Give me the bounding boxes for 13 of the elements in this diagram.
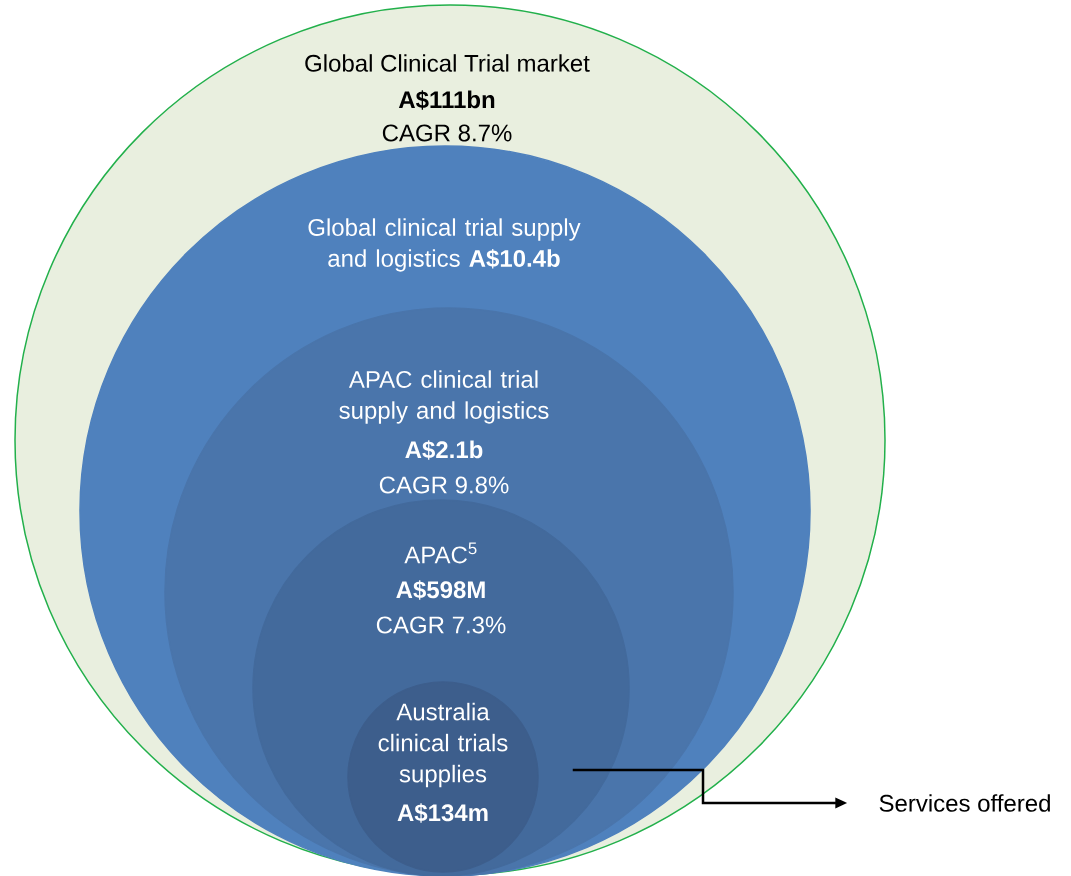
market-label: CAGR 8.7% (382, 124, 512, 142)
callout-text: Services offered (879, 794, 1050, 812)
market-label: CAGR 9.8% (379, 476, 509, 494)
market-label: Australia clinical trials supplies (378, 702, 508, 788)
market-figure: A$2.1b (405, 440, 483, 460)
market-figure: A$111bn (398, 90, 495, 110)
market-label: APAC$^{5}$ (404, 542, 477, 564)
market-label: Global Clinical Trial market (305, 54, 590, 72)
market-label: APAC clinical trial supply and logistics (339, 370, 549, 424)
market-label: CAGR 7.3% (376, 616, 506, 634)
market-label: Global clinical trial supply and logistics A$10.4b (308, 218, 581, 272)
market-figure: A$134m (397, 803, 488, 823)
market-figure: A$598M (396, 580, 485, 600)
